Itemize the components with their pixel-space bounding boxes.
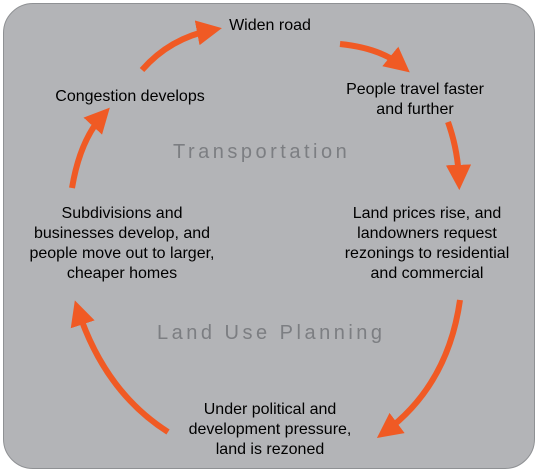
- node-people-travel-faster: People travel faster and further: [346, 81, 484, 118]
- diagram-panel: [3, 3, 535, 469]
- section-label-transportation: Transportation: [173, 141, 351, 163]
- arrow-prices-to-rezoned: [376, 299, 463, 439]
- arrow-travel-to-prices: [445, 120, 472, 191]
- arrow-widen-to-travel: [339, 41, 410, 73]
- arrow-congestion-to-widen: [139, 20, 222, 72]
- node-congestion-develops: Congestion develops: [55, 88, 205, 105]
- section-label-land-use-planning: Land Use Planning: [157, 322, 386, 344]
- node-land-prices-rise: Land prices rise, and landowners request…: [344, 205, 510, 282]
- node-subdivisions-develop: Subdivisions and businesses develop, and…: [29, 205, 215, 282]
- arrow-subdivisions-to-congestion: [69, 107, 110, 189]
- node-widen-road: Widen road: [229, 17, 311, 34]
- node-land-is-rezoned: Under political and development pressure…: [188, 401, 352, 458]
- arrow-rezoned-to-subdivisions: [70, 300, 170, 435]
